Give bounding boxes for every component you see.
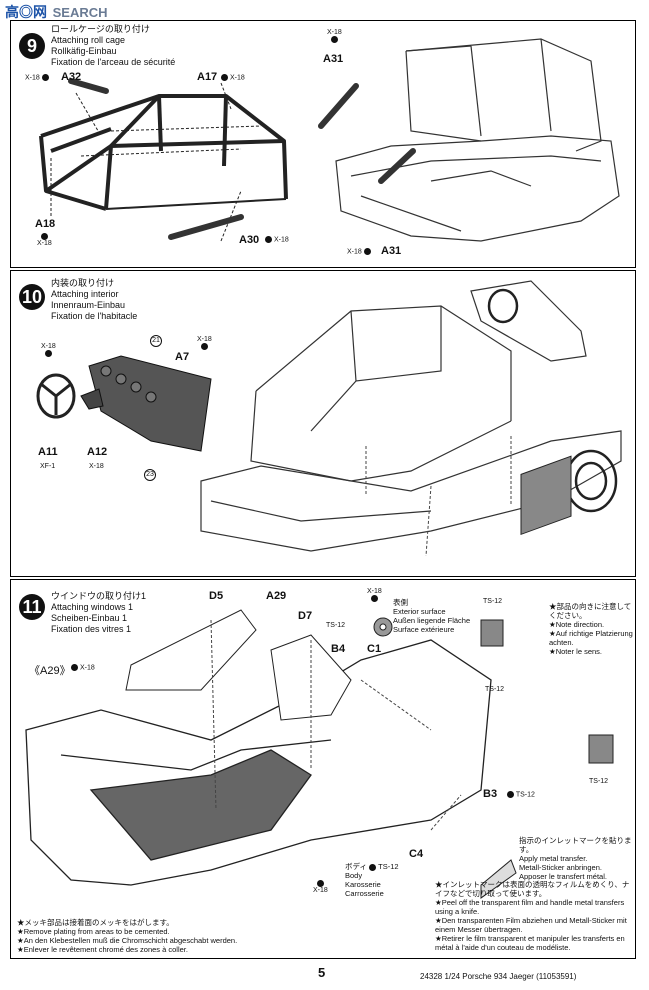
step-9-title-en: Attaching roll cage <box>51 35 126 45</box>
step-9-number: 9 <box>19 33 45 59</box>
part-a29-mirror-label: 《A29》 <box>29 665 71 677</box>
ts-label-top: TS-12 <box>483 598 503 605</box>
part-a11-qty: XF-1 <box>40 463 56 470</box>
callout-23: 23 <box>144 469 156 481</box>
ts-label-mid: TS-12 <box>485 686 505 693</box>
direction-note: ★部品の向きに注意してください。 ★Note direction. ★Auf r… <box>549 602 633 656</box>
knife-note-de: ★Den transparenten Film abziehen und Met… <box>435 916 627 934</box>
knife-note: ★インレットマークは表面の透明なフィルムをめくり、ナイフなどで切り取って使います… <box>435 880 631 952</box>
roll-cage-illustration <box>39 38 620 242</box>
step-10-title-fr: Fixation de l'habitacle <box>51 311 138 321</box>
part-a7-label: A7 <box>175 351 190 363</box>
part-d5-label: D5 <box>209 590 224 602</box>
windows-illustration <box>25 455 614 899</box>
part-a31-bottom-label: A31 <box>381 245 402 257</box>
part-a30-label: A30 <box>239 234 260 246</box>
step-10-title-en: Attaching interior <box>51 289 119 299</box>
part-b3-label: B3 <box>483 788 498 800</box>
step-10-title-de: Innenraum-Einbau <box>51 300 126 310</box>
metal-transfer-note: 指示のインレットマークを貼ります。 Apply metal transfer. … <box>519 836 634 881</box>
part-a7-qty: X-18 <box>197 336 212 350</box>
surface-fr: Surface extérieure <box>393 625 455 634</box>
part-a11-steering-qty: X-18 <box>41 343 56 357</box>
surface-en: Exterior surface <box>393 607 446 616</box>
step-11-title-de: Scheiben-Einbau 1 <box>51 613 128 623</box>
step-11-title-en: Attaching windows 1 <box>51 602 134 612</box>
part-b4-qty: TS-12 <box>326 622 346 629</box>
plating-note: ★メッキ部品は接着面のメッキをはがします。 ★Remove plating fr… <box>17 918 277 954</box>
step-10-title-ja: 内装の取り付け <box>51 278 115 288</box>
direction-note-ja: ★部品の向きに注意してください。 <box>549 602 632 620</box>
metal-note-fr: Apposer le transfert métal. <box>519 872 607 881</box>
part-a31-top-qty: X-18 <box>327 29 342 43</box>
part-b3-qty: TS-12 <box>507 791 535 798</box>
step-9-title-de: Rollkäfig-Einbau <box>51 46 117 56</box>
direction-note-de: ★Auf richtige Platzierung achten. <box>549 629 633 647</box>
part-a32-qty: X-18 <box>25 74 49 81</box>
part-a29-label: A29 <box>266 590 287 602</box>
metal-note-ja: 指示のインレットマークを貼ります。 <box>519 836 632 854</box>
step-10-panel: 10 内装の取り付け Attaching interior Innenraum-… <box>10 270 636 577</box>
part-a18-qty: X-18 <box>37 233 52 247</box>
step-11-title-fr: Fixation des vitres 1 <box>51 624 132 634</box>
step-10-number: 10 <box>19 284 45 310</box>
body-label-ja-line: ボディ TS-12 <box>345 862 399 871</box>
product-code: 24328 1/24 Porsche 934 Jaeger (11053591) <box>420 972 577 981</box>
part-a32-label: A32 <box>61 71 82 83</box>
metal-note-en: Apply metal transfer. <box>519 854 588 863</box>
watermark-logo-icon: 高◎网 <box>5 4 47 20</box>
step-9-panel: 9 ロールケージの取り付け Attaching roll cage Rollkä… <box>10 20 636 268</box>
part-b4-label: B4 <box>331 643 346 655</box>
interior-illustration <box>36 280 622 557</box>
part-a17-label: A17 <box>197 71 218 83</box>
step-11-title-ja: ウインドウの取り付け1 <box>51 591 147 601</box>
step-9-title-ja: ロールケージの取り付け <box>51 24 150 34</box>
direction-note-fr: ★Noter le sens. <box>549 647 602 656</box>
body-label-de: Karosserie <box>345 880 381 889</box>
step-9-title: ロールケージの取り付け Attaching roll cage Rollkäfi… <box>51 24 175 68</box>
part-a30-qty: X-18 <box>265 236 289 243</box>
step-9-title-fr: Fixation de l'arceau de sécurité <box>51 57 176 67</box>
plating-note-de: ★An den Klebestellen muß die Chromschich… <box>17 936 238 945</box>
knife-note-fr: ★Retirer le film transparent et manipule… <box>435 934 625 952</box>
part-a17-qty: X-18 <box>221 74 245 81</box>
part-a31-top-label: A31 <box>323 53 344 65</box>
knife-note-ja: ★インレットマークは表面の透明なフィルムをめくり、ナイフなどで切り取って使います… <box>435 880 630 898</box>
plating-note-en: ★Remove plating from areas to be cemente… <box>17 927 170 936</box>
knife-note-en: ★Peel off the transparent film and handl… <box>435 898 625 916</box>
body-x18-qty: X-18 <box>313 880 328 894</box>
metal-note-de: Metall-Sticker anbringen. <box>519 863 602 872</box>
step-10-title: 内装の取り付け Attaching interior Innenraum-Ein… <box>51 278 137 322</box>
part-c1-label: C1 <box>367 643 382 655</box>
part-a11-label: A11 <box>38 446 58 458</box>
part-a12-label: A12 <box>87 446 108 458</box>
plating-note-fr: ★Enlever le revêtement chromé des zones … <box>17 945 188 954</box>
body-label: ボディ TS-12 Body Karosserie Carrosserie <box>345 862 399 898</box>
page-number: 5 <box>318 965 326 980</box>
part-a18-label: A18 <box>35 218 56 230</box>
step-11-number: 11 <box>19 594 45 620</box>
callout-21: 21 <box>150 335 162 347</box>
surface-qty: X-18 <box>367 588 382 602</box>
ts-label-bottom: TS-12 <box>589 778 609 785</box>
part-a31-bottom-qty: X-18 <box>347 248 371 255</box>
watermark: 高◎网 SEARCH <box>5 2 108 22</box>
surface-ja: 表側 <box>393 598 408 607</box>
step-11-panel: 11 ウインドウの取り付け1 Attaching windows 1 Schei… <box>10 455 636 959</box>
direction-note-en: ★Note direction. <box>549 620 605 629</box>
part-c4-label: C4 <box>409 848 424 860</box>
part-a12-qty: X-18 <box>89 463 104 470</box>
body-label-fr: Carrosserie <box>345 889 384 898</box>
plating-note-ja: ★メッキ部品は接着面のメッキをはがします。 <box>17 918 174 927</box>
surface-de: Außen liegende Fläche <box>393 616 471 625</box>
part-a29-mirror-qty: X-18 <box>71 664 95 671</box>
surface-label: 表側 Exterior surface Außen liegende Fläch… <box>393 598 470 634</box>
watermark-text: SEARCH <box>52 5 108 20</box>
step-11-title: ウインドウの取り付け1 Attaching windows 1 Scheiben… <box>51 591 146 635</box>
body-label-en: Body <box>345 871 363 880</box>
part-d7-label: D7 <box>298 610 313 622</box>
